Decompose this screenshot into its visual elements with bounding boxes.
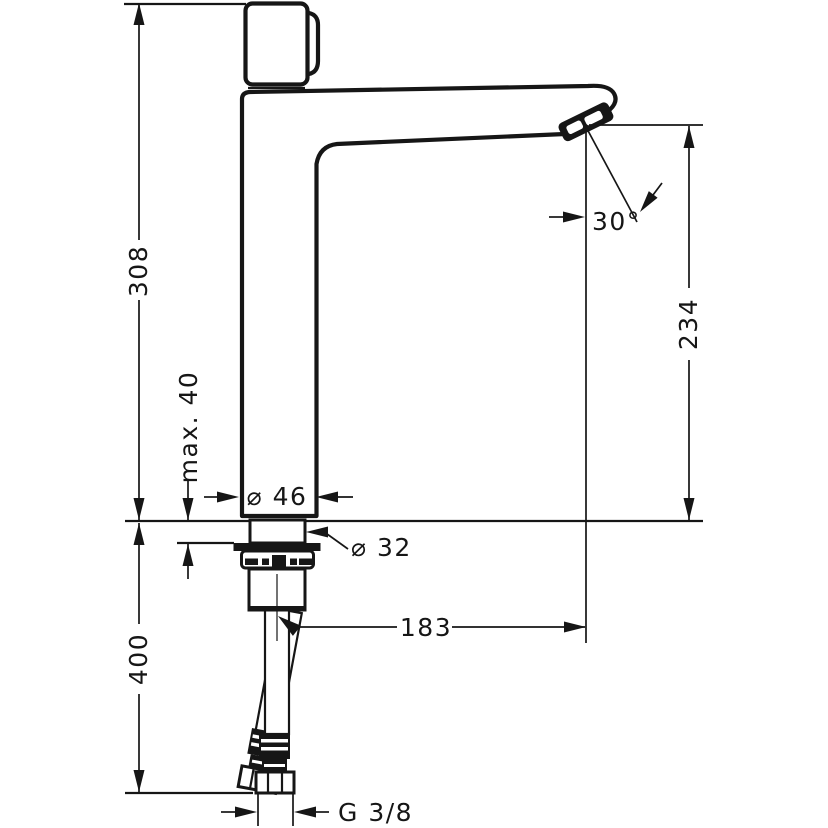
- arrow-right: [563, 211, 585, 223]
- dim-spout-reach: 183: [278, 613, 586, 642]
- body-and-spout: [239, 83, 618, 519]
- arrow-down: [182, 498, 194, 520]
- label-hole-diameter: ⌀ 32: [351, 533, 412, 562]
- label-hose-length: 400: [124, 633, 153, 685]
- dim-outlet-height: 234: [589, 124, 703, 520]
- dim-hose-length: 400: [124, 523, 153, 792]
- shank-upper: [248, 518, 307, 545]
- label-thread: G 3/8: [338, 798, 413, 827]
- arrow-left: [316, 491, 338, 503]
- dim-hole-diameter: ⌀ 32: [306, 526, 412, 562]
- dim-thread: G 3/8: [221, 794, 413, 827]
- reference-lines: [124, 2, 703, 795]
- angle-line: [585, 126, 638, 223]
- arrow-right: [235, 806, 257, 818]
- arrow-down: [133, 498, 145, 520]
- arrow-left-tilted: [278, 616, 301, 636]
- arrow-up: [182, 544, 194, 566]
- label-max-thickness: max. 40: [174, 371, 203, 484]
- supply-hose-straight: [254, 608, 296, 795]
- hose-nut: [254, 770, 296, 795]
- arrow-right: [217, 491, 239, 503]
- mounting-assembly: [233, 518, 321, 641]
- arrow-to-angle: [640, 191, 658, 212]
- hose-braid: [259, 733, 290, 759]
- arrow-up: [683, 126, 695, 148]
- arrow-down: [683, 498, 695, 520]
- arrow-left: [306, 526, 328, 538]
- faucet-body: [239, 1, 618, 519]
- arrow-up: [133, 523, 145, 545]
- label-outlet-height: 234: [674, 298, 703, 350]
- arrow-down: [133, 770, 145, 792]
- aerator: [558, 102, 614, 142]
- arrow-up: [133, 3, 145, 25]
- label-total-height: 308: [124, 245, 153, 297]
- leader-line: [324, 531, 349, 550]
- label-spray-angle: 30°: [592, 207, 641, 236]
- dim-max-thickness: max. 40: [174, 371, 203, 579]
- dim-total-height: 308: [124, 3, 153, 520]
- dim-spray-angle: 30°: [549, 126, 663, 643]
- arrow-right: [564, 621, 586, 633]
- label-spout-reach: 183: [400, 613, 452, 642]
- seal-washer: [233, 543, 321, 551]
- label-body-diameter: ⌀ 46: [247, 482, 308, 511]
- dim-body-diameter: ⌀ 46: [204, 482, 353, 511]
- handle: [243, 1, 310, 87]
- arrow-left: [294, 806, 316, 818]
